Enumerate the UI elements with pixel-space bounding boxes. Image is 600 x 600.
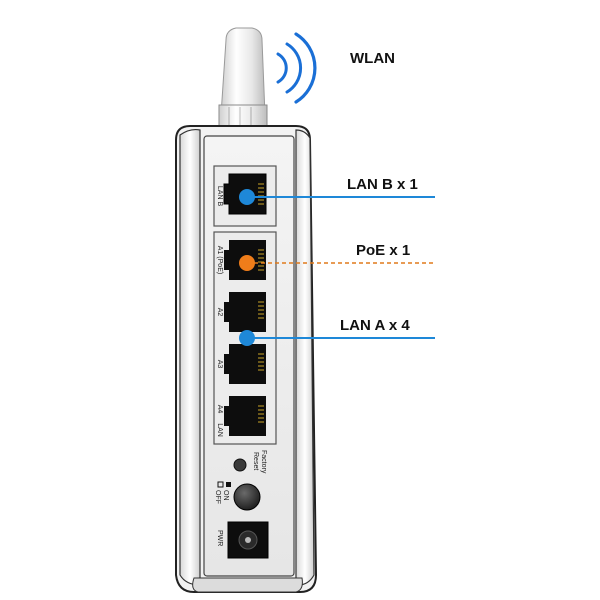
- indicator-dots: [239, 189, 255, 346]
- a4-port[interactable]: [224, 396, 266, 436]
- power-switch-knob[interactable]: [233, 483, 261, 511]
- poe-dot: [239, 255, 255, 271]
- wifi-signal-icon: [276, 32, 317, 104]
- factory-reset: Factory Reset: [233, 450, 267, 474]
- poe-callout-label: PoE x 1: [356, 242, 411, 259]
- lan-a-callout-label: LAN A x 4: [340, 317, 410, 334]
- on-label: ON: [222, 490, 229, 501]
- factory-reset-label-2: Reset: [252, 452, 259, 470]
- factory-reset-button[interactable]: [233, 458, 247, 472]
- lan-b-callout-label: LAN B x 1: [347, 176, 418, 193]
- a1-poe-label: A1 (PoE): [216, 246, 223, 274]
- lan-a-dot: [239, 330, 255, 346]
- a2-label: A2: [216, 308, 223, 317]
- power-switch: ON OFF: [214, 481, 261, 511]
- lan-b-port-label: LAN B: [216, 186, 223, 207]
- factory-reset-label-1: Factory: [260, 450, 267, 474]
- a4-label: A4: [216, 405, 223, 414]
- wlan-label: WLAN: [350, 50, 395, 67]
- lan-group-label: LAN: [216, 423, 223, 437]
- off-label: OFF: [214, 490, 221, 504]
- callout-lines: [247, 196, 435, 339]
- a3-port[interactable]: [224, 344, 266, 384]
- lan-b-dot: [239, 189, 255, 205]
- pwr-label: PWR: [216, 530, 223, 546]
- a3-label: A3: [216, 360, 223, 369]
- pwr-jack[interactable]: PWR: [216, 521, 269, 559]
- antenna: [218, 27, 268, 134]
- a2-port[interactable]: [224, 292, 266, 332]
